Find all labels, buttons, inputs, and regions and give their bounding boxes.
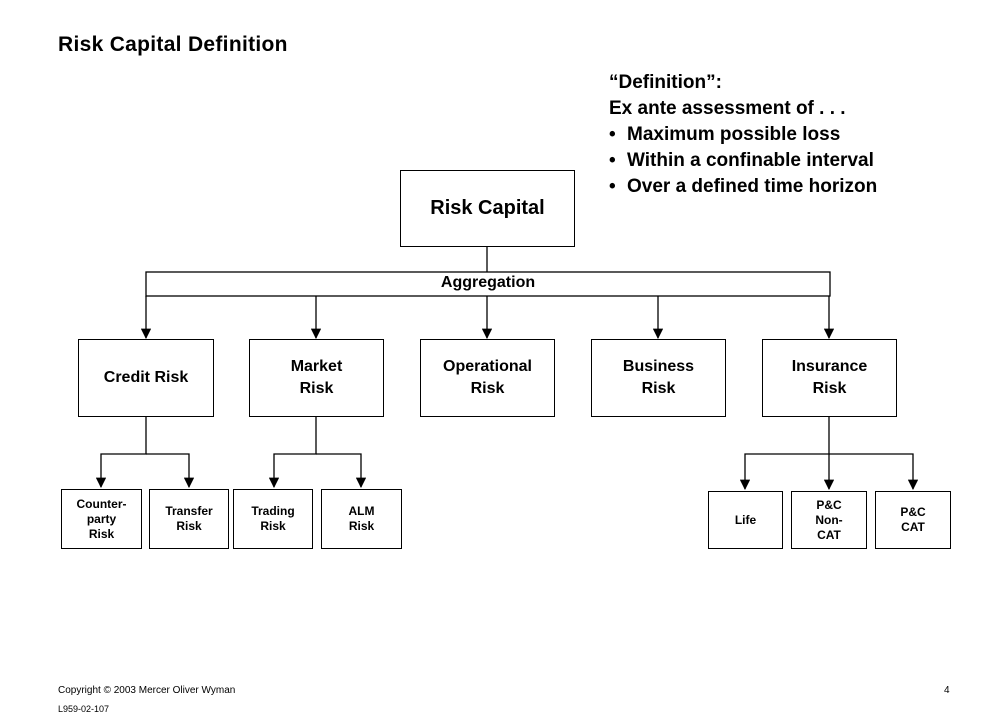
definition-heading: “Definition”:: [609, 72, 722, 93]
definition-bullet: •Within a confinable interval: [609, 148, 877, 174]
definition-intro: Ex ante assessment of . . .: [609, 98, 846, 119]
alm-risk-box: ALM Risk: [321, 489, 402, 549]
definition-block: “Definition”: Ex ante assessment of . . …: [609, 70, 877, 200]
page-title: Risk Capital Definition: [58, 33, 288, 56]
aggregation-label: Aggregation: [440, 274, 536, 291]
counterparty-risk-box: Counter- party Risk: [61, 489, 142, 549]
risk-capital-box: Risk Capital: [400, 170, 575, 247]
pc-noncat-box: P&C Non- CAT: [791, 491, 867, 549]
insurance-risk-box: Insurance Risk: [762, 339, 897, 417]
aggregation-bar: [145, 271, 831, 297]
arrow-life: [739, 416, 830, 491]
trading-risk-box: Trading Risk: [233, 489, 313, 549]
document-id: L959-02-107: [58, 704, 110, 714]
credit-risk-box: Credit Risk: [78, 339, 214, 417]
operational-risk-box: Operational Risk: [420, 339, 555, 417]
arrow-transfer: [146, 453, 195, 489]
copyright-text: Copyright © 2003 Mercer Oliver Wyman: [58, 685, 236, 696]
definition-bullet: •Maximum possible loss: [609, 122, 877, 148]
transfer-risk-box: Transfer Risk: [149, 489, 229, 549]
bullet-icon: •: [609, 176, 616, 197]
arrow-pc-cat: [829, 453, 919, 491]
business-risk-box: Business Risk: [591, 339, 726, 417]
market-risk-box: Market Risk: [249, 339, 384, 417]
pc-cat-box: P&C CAT: [875, 491, 951, 549]
life-box: Life: [708, 491, 783, 549]
page-number: 4: [944, 685, 950, 696]
arrow-counterparty: [95, 416, 147, 489]
arrow-alm: [316, 453, 367, 489]
bullet-icon: •: [609, 124, 616, 145]
arrow-trading: [268, 416, 317, 489]
definition-bullet: •Over a defined time horizon: [609, 174, 877, 200]
bullet-icon: •: [609, 150, 616, 171]
